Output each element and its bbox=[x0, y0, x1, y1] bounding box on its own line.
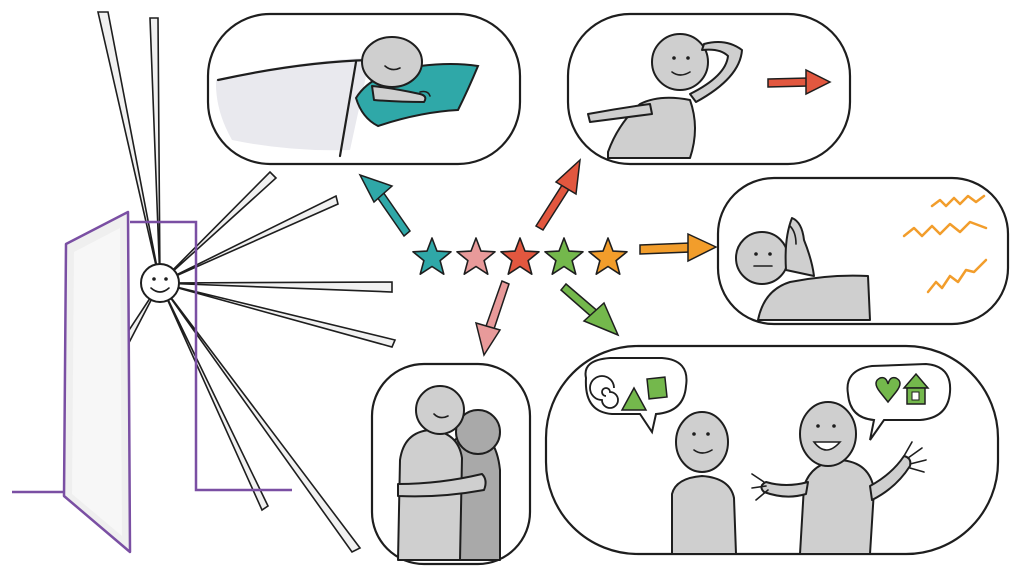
conversation-panel bbox=[544, 344, 1000, 556]
noise-zigzag-icon bbox=[902, 194, 988, 294]
sleep-panel bbox=[206, 12, 522, 166]
pink-star-icon bbox=[456, 237, 496, 276]
stars-row bbox=[412, 237, 628, 276]
arrow-icon-green bbox=[559, 282, 620, 337]
sun-icon bbox=[140, 263, 180, 303]
square-icon bbox=[646, 376, 668, 400]
arrow-icon-pink bbox=[474, 279, 510, 357]
arrow-icon-orange bbox=[639, 232, 718, 263]
arrow-icon-teal bbox=[358, 173, 412, 238]
spiral-icon bbox=[589, 375, 619, 409]
teal-star-icon bbox=[412, 237, 452, 276]
tired-walk-panel bbox=[566, 12, 852, 166]
red-star-icon bbox=[500, 237, 540, 276]
hug-panel bbox=[370, 362, 532, 566]
arrows bbox=[358, 158, 718, 357]
speech-bubble-icon-left bbox=[584, 357, 688, 435]
person-left bbox=[671, 411, 737, 555]
speech-bubble-icon-right bbox=[846, 362, 952, 441]
open-door-with-light bbox=[12, 11, 397, 554]
person-right bbox=[751, 401, 927, 555]
house-icon bbox=[902, 372, 930, 405]
green-star-icon bbox=[544, 237, 584, 276]
noise-panel bbox=[716, 176, 1010, 326]
arrow-icon-red-small bbox=[767, 68, 832, 96]
triangle-icon bbox=[620, 386, 648, 411]
heart-icon bbox=[875, 376, 901, 404]
arrow-icon-red-up bbox=[534, 158, 581, 232]
door-frame bbox=[130, 220, 292, 492]
orange-star-icon bbox=[588, 237, 628, 276]
